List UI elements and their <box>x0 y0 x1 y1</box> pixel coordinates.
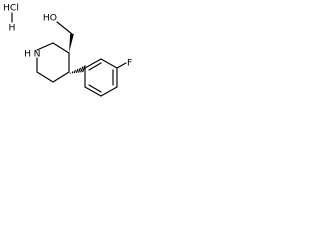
fluorine-label: F <box>127 58 132 69</box>
hcl-label: HCl <box>3 3 19 14</box>
stereo-hash-bond <box>69 65 86 74</box>
amine-nitrogen: N H <box>24 49 40 60</box>
aromatic-double-bond-3 <box>88 84 102 93</box>
bond-c4-c5 <box>52 71 70 83</box>
bond-c2-c3 <box>52 42 70 54</box>
nitrogen-label: N <box>34 49 41 60</box>
bond-ar2-ar3 <box>100 58 118 69</box>
piperidine-ring <box>36 42 70 83</box>
bond-c5-c6 <box>36 71 54 83</box>
aromatic-double-bond-1 <box>88 62 102 71</box>
hcl-hydrogen-label: H <box>9 23 16 34</box>
stereo-wedge-bond <box>69 34 74 53</box>
bond-ar-f <box>116 62 127 69</box>
fluorophenyl-ring: F <box>84 58 132 97</box>
bond-ar1-ar2 <box>84 58 102 69</box>
amine-hydrogen-label: H <box>24 49 31 60</box>
bond-ar4-ar5 <box>100 86 118 97</box>
bond-n1-c2 <box>36 42 54 51</box>
bond-ch2-o <box>56 21 73 35</box>
bond-ar5-ar6 <box>84 86 102 97</box>
hcl-salt: HCl H <box>3 3 19 34</box>
hydroxymethyl-group: HO <box>43 13 74 53</box>
hydroxyl-label: HO <box>43 13 57 24</box>
chemical-structure: HCl H N H HO <box>3 3 132 97</box>
